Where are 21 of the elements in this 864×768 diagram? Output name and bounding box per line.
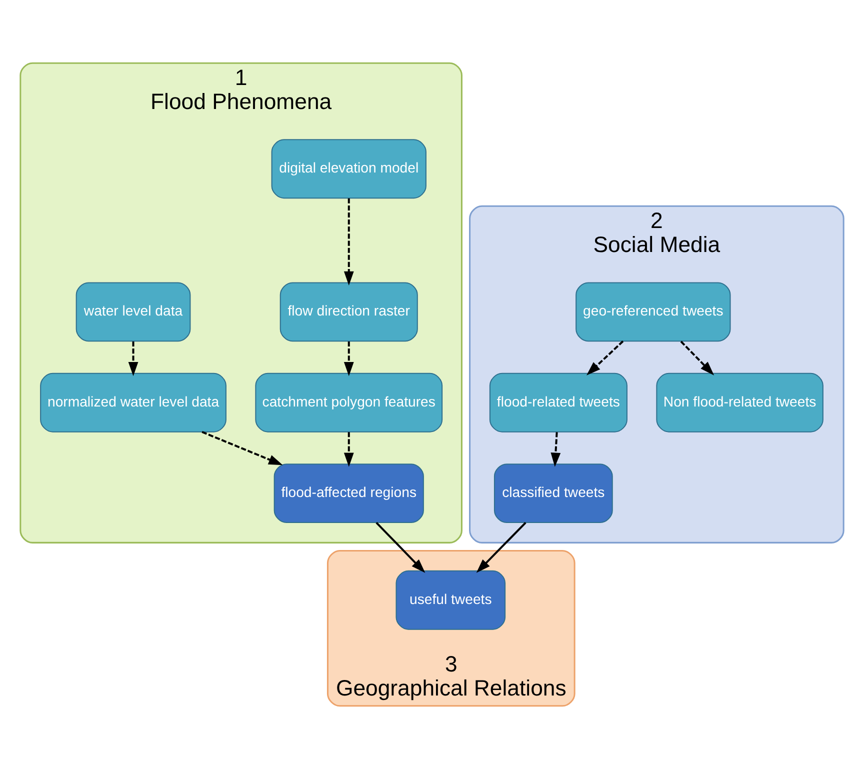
node-box: catchment polygon features xyxy=(255,372,443,432)
arrow xyxy=(376,521,426,572)
node-box: classified tweets xyxy=(494,463,613,523)
node-box: flood-related tweets xyxy=(489,372,628,432)
arrow xyxy=(344,432,354,466)
node-box: flow direction raster xyxy=(280,282,418,342)
arrow xyxy=(128,341,138,376)
node-box: Non flood-related tweets xyxy=(656,372,824,432)
arrow xyxy=(550,432,561,466)
arrow xyxy=(202,430,283,465)
arrow xyxy=(680,340,714,375)
arrow xyxy=(586,340,624,375)
node-box: flood-affected regions xyxy=(274,463,424,523)
arrow xyxy=(476,521,526,572)
node-box: water level data xyxy=(76,282,191,342)
node-box: geo-referenced tweets xyxy=(576,282,731,342)
arrow xyxy=(344,198,354,285)
node-box: useful tweets xyxy=(396,570,506,630)
node-box: digital elevation model xyxy=(271,138,426,198)
node-box: normalized water level data xyxy=(40,372,226,432)
arrow xyxy=(344,341,354,376)
